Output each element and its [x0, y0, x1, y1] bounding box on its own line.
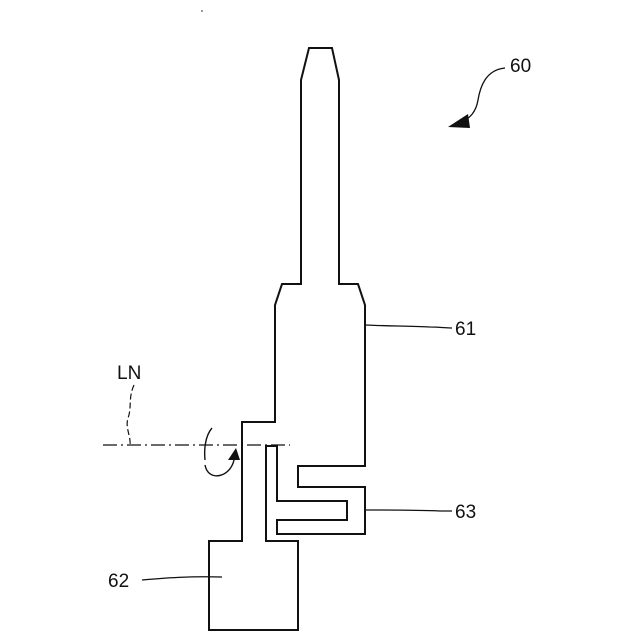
leader-60-arrowhead [448, 114, 470, 128]
component-61-outline [209, 48, 365, 630]
label-61: 61 [455, 319, 476, 340]
leader-60 [462, 68, 505, 122]
label-60: 60 [510, 56, 531, 77]
axis-ln-leader [127, 385, 134, 445]
rotation-arrow-front [205, 460, 234, 476]
rotation-arrowhead [228, 448, 240, 460]
label-62: 62 [108, 571, 129, 592]
label-ln: LN [117, 363, 141, 384]
stray-dot [201, 10, 203, 12]
label-63: 63 [455, 502, 476, 523]
leader-63 [365, 510, 452, 511]
leader-61 [365, 325, 452, 328]
rotation-arrow-back [205, 428, 212, 460]
